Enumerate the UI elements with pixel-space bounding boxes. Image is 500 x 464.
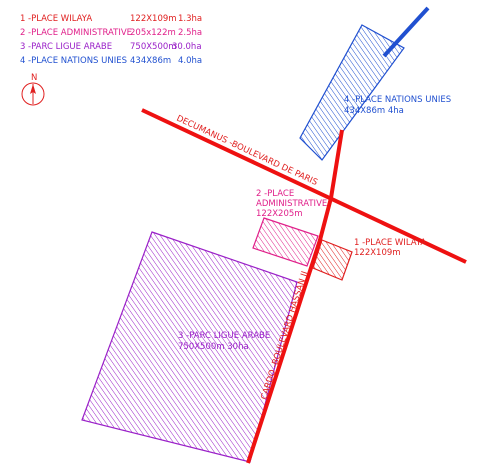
road-cardo	[246, 129, 344, 464]
label-wilaya: 1 -PLACE WILAYA 122X109m	[354, 238, 426, 258]
legend-name: -PLACE ADMINISTRATIVE	[28, 28, 132, 38]
legend-area: 4.0ha	[178, 56, 202, 66]
label-parc: 3 -PARC LIGUE ARABE 750X500m 30ha	[178, 331, 270, 352]
axis-extension-blue	[382, 6, 430, 58]
parcel-place-nations-unies	[299, 24, 405, 161]
legend-num: 3	[20, 42, 25, 52]
svg-text:2 -PLACE: 2 -PLACE	[256, 189, 294, 199]
north-label: N	[31, 73, 37, 83]
svg-text:3 -PARC LIGUE ARABE: 3 -PARC LIGUE ARABE	[178, 331, 270, 341]
legend-dims: 122X109m	[130, 14, 177, 24]
label-administrative: 2 -PLACE ADMINISTRATIVE 122X205m	[256, 189, 327, 219]
legend-item-nations: 4 -PLACE NATIONS UNIES 434X86m 4.0ha	[20, 56, 202, 66]
legend-area: 2.5ha	[178, 28, 202, 38]
legend-area: 30.0ha	[172, 42, 202, 52]
legend-num: 4	[20, 56, 25, 66]
legend-item-wilaya: 1 -PLACE WILAYA 122X109m 1.3ha	[20, 14, 202, 24]
legend-name: -PARC LIGUE ARABE	[28, 42, 112, 52]
svg-text:434X86m 4ha: 434X86m 4ha	[344, 106, 404, 116]
svg-text:1 -PLACE WILAYA: 1 -PLACE WILAYA	[354, 238, 426, 248]
road-decumanus	[141, 108, 467, 264]
legend-area: 1.3ha	[178, 14, 202, 24]
legend-dims: 750X500m	[130, 42, 177, 52]
legend-dims: 205x122m	[130, 28, 176, 38]
legend-num: 1	[20, 14, 25, 24]
label-nations: 4 -PLACE NATIONS UNIES 434X86m 4ha	[344, 95, 451, 116]
parcel-place-administrative	[252, 217, 319, 267]
legend-name: -PLACE NATIONS UNIES	[28, 56, 127, 66]
legend-dims: 434X86m	[130, 56, 171, 66]
legend-name: -PLACE WILAYA	[28, 14, 92, 24]
svg-text:122X109m: 122X109m	[354, 248, 401, 258]
road-label-decumanus: DECUMANUS -BOULEVARD DE PARIS	[175, 114, 319, 188]
legend-item-administrative: 2 -PLACE ADMINISTRATIVE 205x122m 2.5ha	[20, 28, 202, 38]
svg-text:ADMINISTRATIVE: ADMINISTRATIVE	[256, 199, 327, 209]
svg-text:122X205m: 122X205m	[256, 209, 303, 219]
north-arrow-icon: N	[21, 73, 45, 106]
svg-text:750X500m 30ha: 750X500m 30ha	[178, 342, 249, 352]
svg-text:4 -PLACE NATIONS UNIES: 4 -PLACE NATIONS UNIES	[344, 95, 451, 105]
legend-item-parc: 3 -PARC LIGUE ARABE 750X500m 30.0ha	[20, 42, 202, 52]
legend: 1 -PLACE WILAYA 122X109m 1.3ha 2 -PLACE …	[20, 14, 202, 66]
legend-num: 2	[20, 28, 25, 38]
